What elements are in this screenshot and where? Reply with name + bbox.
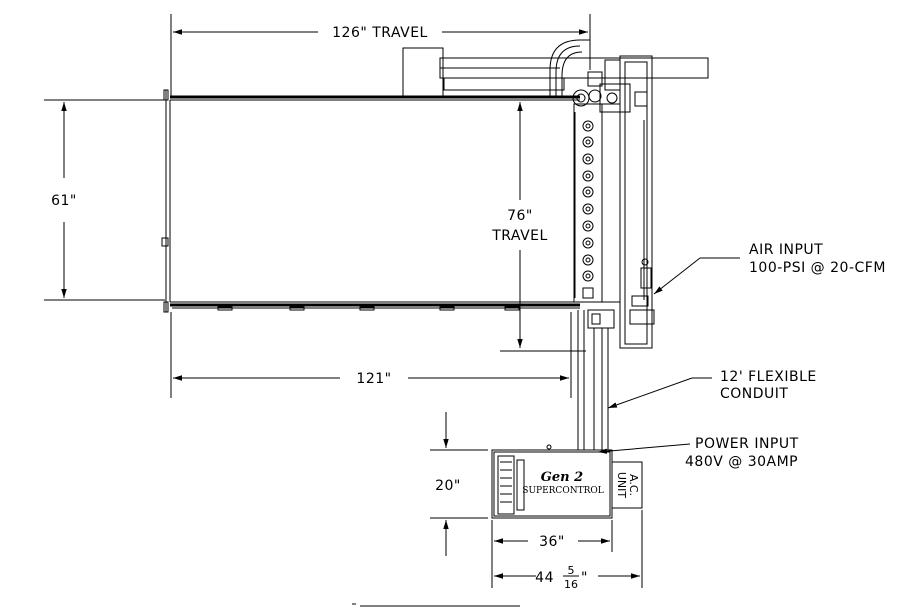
flexible-conduit <box>577 310 609 450</box>
controller-total-suffix: " <box>581 570 588 586</box>
table-width-label: 61" <box>51 193 77 209</box>
controller-total-whole: 44 <box>535 570 554 586</box>
conduit-label-1: 12' FLEXIBLE <box>720 369 817 385</box>
air-input-label-1: AIR INPUT <box>749 242 823 258</box>
x-travel-dimension: 126" TRAVEL <box>170 14 591 96</box>
conduit-callout: 12' FLEXIBLE CONDUIT <box>607 369 817 409</box>
ac-unit-label-1: A.C. <box>627 474 640 496</box>
controller-height-dimension: 20" <box>430 412 488 556</box>
bottom-partial-marks <box>352 603 520 607</box>
controller-total-denominator: 16 <box>564 578 578 591</box>
air-input-label-2: 100-PSI @ 20-CFM <box>749 260 886 276</box>
y-travel-dimension: 76" TRAVEL <box>491 102 586 352</box>
torch-carriage <box>573 103 621 329</box>
brand-gen2: Gen 2 <box>541 470 583 485</box>
y-travel-value: 76" <box>507 208 533 224</box>
power-input-label-1: POWER INPUT <box>695 436 799 452</box>
brand-supercontrol: SUPERCONTROL <box>522 486 603 496</box>
x-travel-label: 126" TRAVEL <box>332 25 428 41</box>
right-rail <box>619 55 655 349</box>
bed-length-dimension: 121" <box>170 312 572 398</box>
conduit-label-2: CONDUIT <box>720 386 788 402</box>
gantry-assembly <box>402 39 709 113</box>
controller-height-label: 20" <box>435 478 461 494</box>
controller-width-label: 36" <box>539 534 565 550</box>
controller-width-dimension: 36" <box>491 520 613 588</box>
ac-unit-label-2: UNIT <box>615 472 628 499</box>
supercontrol-cabinet: Gen 2 SUPERCONTROL A.C. UNIT <box>491 444 643 519</box>
table-width-dimension: 61" <box>44 99 165 301</box>
controller-total-numerator: 5 <box>568 564 575 577</box>
power-input-callout: POWER INPUT 480V @ 30AMP <box>597 436 799 470</box>
controller-total-dimension: 44 5 16 " <box>494 510 643 591</box>
bed-length-label: 121" <box>356 371 391 387</box>
y-travel-word: TRAVEL <box>491 228 548 244</box>
power-input-label-2: 480V @ 30AMP <box>685 454 798 470</box>
air-input-callout: AIR INPUT 100-PSI @ 20-CFM <box>653 242 886 295</box>
cutting-table <box>161 89 580 313</box>
